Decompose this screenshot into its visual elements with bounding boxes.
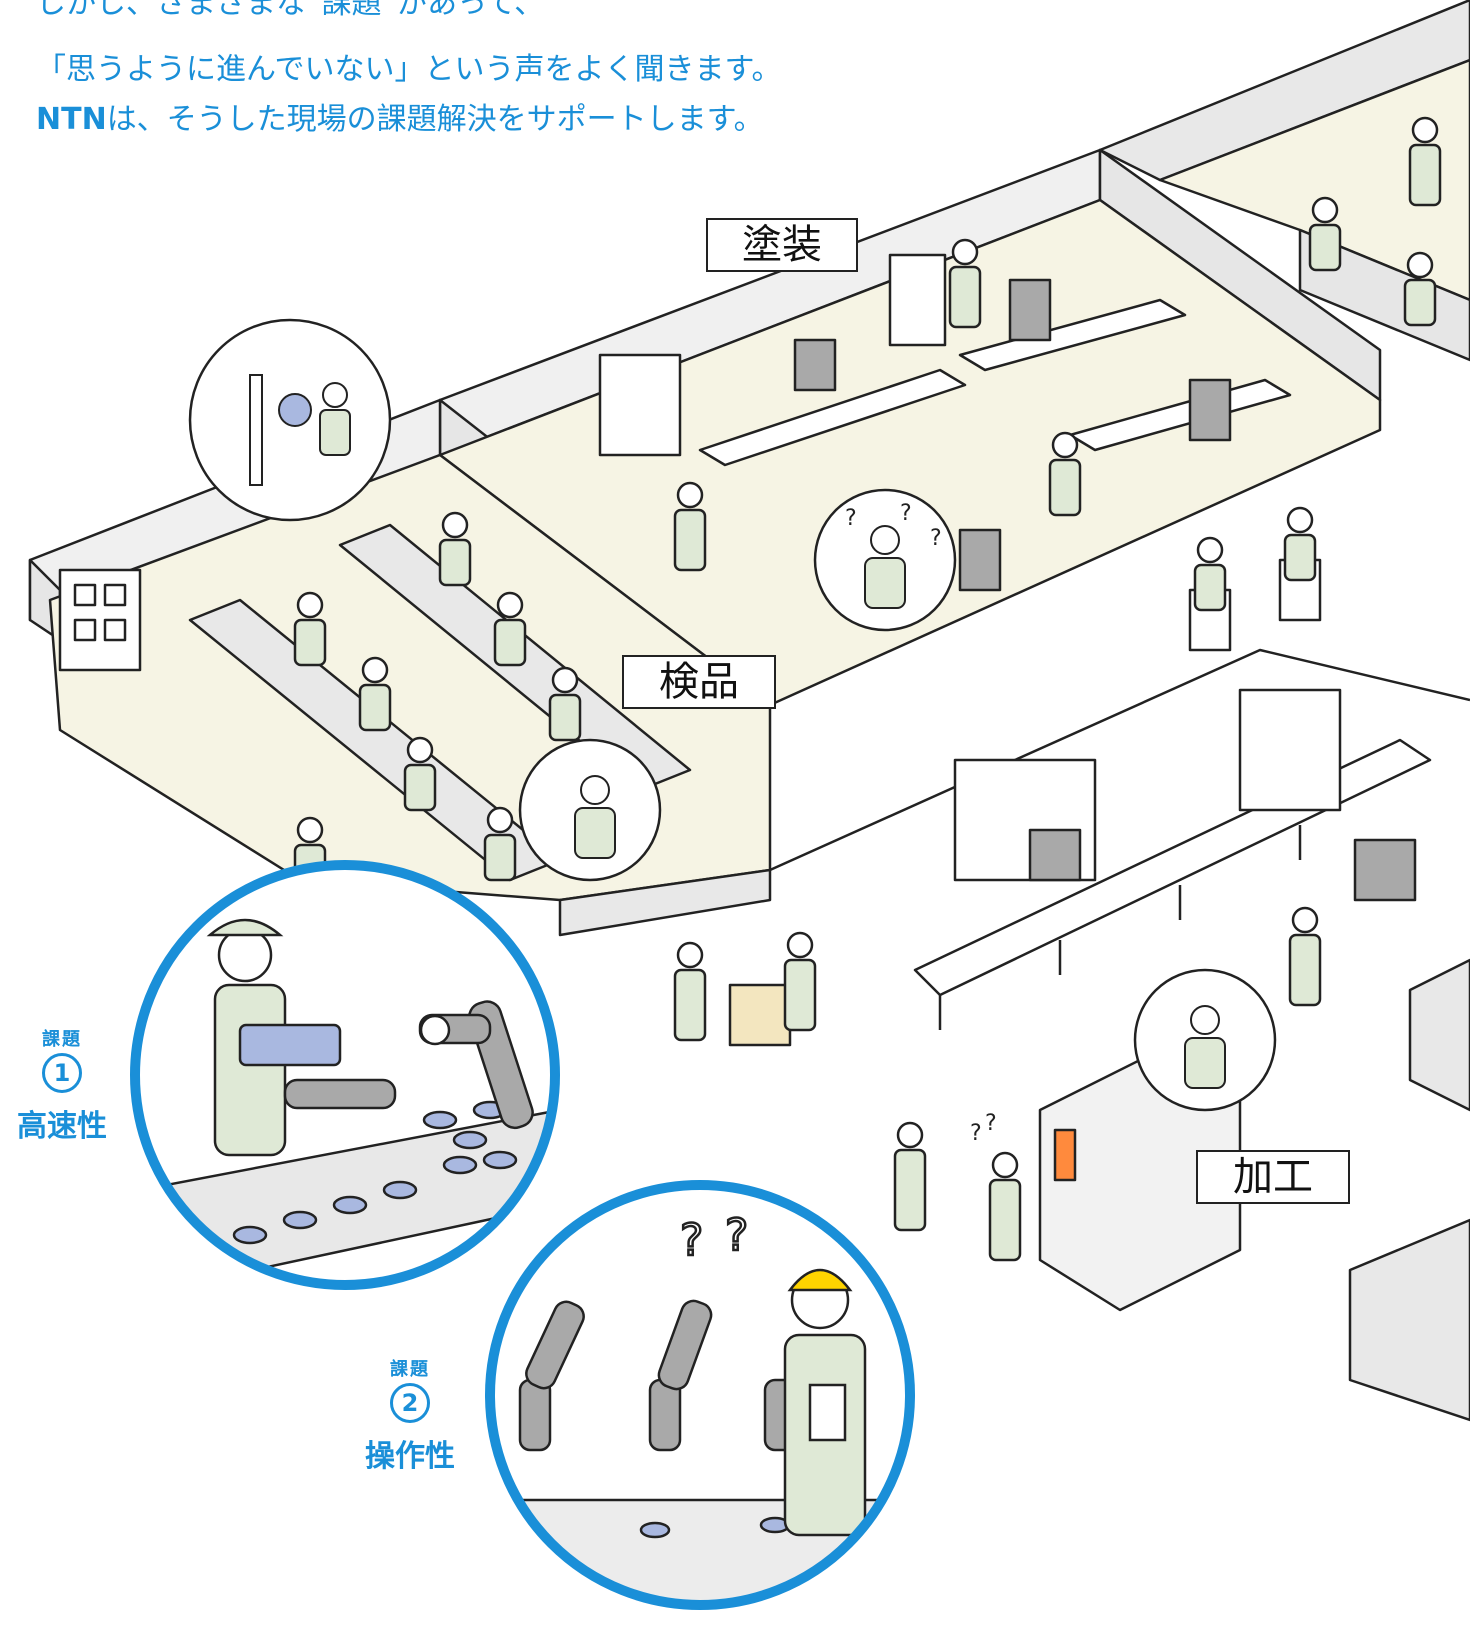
worker-inspection-6	[548, 666, 582, 742]
worker-painting-3	[1048, 431, 1082, 517]
worker-top-right-2	[1308, 196, 1342, 272]
worker-machining-1	[1288, 906, 1322, 1007]
machining-enclosure	[953, 758, 1097, 882]
worker-inspection-1	[293, 591, 327, 667]
painting-conveyor-1	[698, 368, 967, 467]
worker-machining-3	[988, 1151, 1022, 1262]
worker-painting-1	[673, 481, 707, 572]
aisle-line	[769, 648, 1470, 872]
painting-conveyor-2	[958, 298, 1187, 372]
yellow-helmet	[787, 1268, 853, 1292]
painting-cabinet	[598, 353, 682, 457]
svg-text:?: ?	[930, 526, 942, 551]
worker-machining-2	[893, 1121, 927, 1232]
issue-2-engineer	[783, 1268, 867, 1537]
parts-box	[238, 1023, 342, 1067]
right-room-wall	[1298, 228, 1470, 362]
cart	[728, 983, 792, 1047]
worker-top-right-3	[1403, 251, 1437, 327]
worker-inspection-4	[493, 591, 527, 667]
issue-2-tag: 課題	[390, 1359, 430, 1380]
worker-inspection-7	[483, 806, 517, 882]
headline-line-3-rest: は、そうした現場の課題解決をサポートします。	[106, 102, 764, 137]
control-panel	[888, 253, 947, 347]
issue-2-circle: ? ?	[485, 1180, 915, 1610]
worker-seated-1	[1193, 536, 1227, 612]
painting-robot-1	[793, 338, 837, 392]
issue-2-label: 課題 2 操作性	[350, 1355, 470, 1475]
headline-line-3: NTNは、そうした現場の課題解決をサポートします。	[36, 94, 764, 138]
worker-inspection-3	[358, 656, 392, 732]
area-label-inspection: 検品	[622, 655, 776, 709]
headline-line-2: 「思うように進んでいない」という声をよく聞きます。	[36, 52, 782, 87]
area-label-machining: 加工	[1196, 1150, 1350, 1204]
painting-robot-3	[1188, 378, 1232, 442]
issue-1-tag: 課題	[42, 1029, 82, 1050]
inspection-front-wall	[558, 868, 772, 937]
machining-robot-1	[1028, 828, 1082, 882]
back-wall	[1098, 0, 1470, 182]
issue-2-number: 2	[390, 1383, 430, 1423]
svg-text:?: ?	[970, 1121, 982, 1146]
inspection-shelf	[58, 568, 142, 672]
machining-robot-2	[1353, 838, 1417, 902]
issue-2-name: 操作性	[365, 1439, 455, 1474]
tablet	[808, 1383, 847, 1442]
issue-1-name: 高速性	[17, 1109, 107, 1144]
worker-painting-2	[948, 238, 982, 329]
svg-text:?: ?	[985, 1111, 997, 1136]
issue-1-circle	[130, 860, 560, 1290]
worker-top-right-1	[1408, 116, 1442, 207]
mid-right-room	[1408, 958, 1470, 1112]
painting-robot-2	[1008, 278, 1052, 342]
issue-1-label: 課題 1 高速性	[2, 1025, 122, 1145]
worker-inspection-2	[438, 511, 472, 587]
area-label-painting: 塗装	[706, 218, 858, 272]
issue-1-robot	[283, 1000, 534, 1130]
svg-text:?: ?	[725, 1210, 748, 1261]
machine-display	[1053, 1128, 1077, 1182]
headline-line-1: しかし、さまざまな“課題”があって、	[36, 0, 545, 21]
worker-inspection-5	[403, 736, 437, 812]
machining-panel	[1238, 688, 1342, 812]
svg-text:?: ?	[900, 501, 912, 526]
worker-cart-1	[673, 941, 707, 1042]
worker-cart-2	[783, 931, 817, 1032]
svg-text:?: ?	[680, 1215, 703, 1266]
issue-1-number: 1	[42, 1053, 82, 1093]
issue-1-worker	[206, 918, 342, 1157]
lower-right-room	[1348, 1218, 1470, 1422]
right-room-floor	[1158, 58, 1470, 302]
brand-name: NTN	[36, 102, 107, 137]
svg-text:?: ?	[845, 506, 857, 531]
painting-robot-4	[958, 528, 1002, 592]
worker-seated-2	[1283, 506, 1317, 582]
